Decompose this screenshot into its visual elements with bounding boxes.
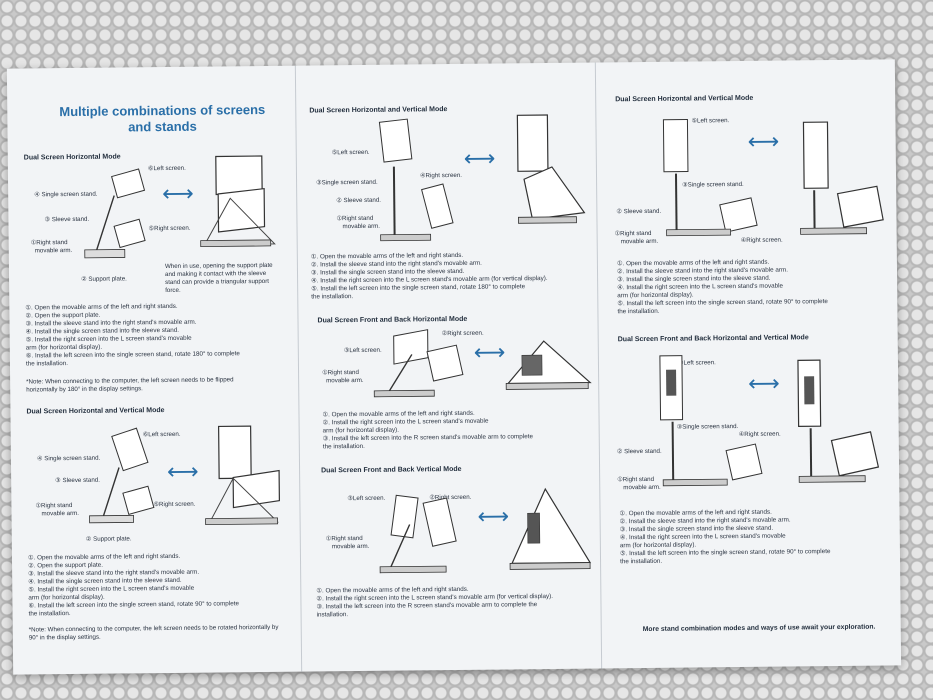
note: *Note: When connecting to the computer, …	[28, 623, 279, 642]
monitor-stand-illustration	[800, 121, 884, 235]
diagram-label: movable arm.	[41, 509, 80, 518]
double-arrow-icon: ⟷	[166, 459, 199, 486]
diagram-label: ①Right stand	[35, 502, 73, 510]
section-title: Dual Screen Front and Back Vertical Mode	[321, 465, 462, 475]
monitor-stand-illustration	[797, 359, 880, 483]
page-title: Multiple combinations of screens and sta…	[59, 101, 266, 135]
monitor-stand-illustration	[84, 168, 146, 259]
step-list: ①. Open the movable arms of the left and…	[28, 552, 239, 618]
step-list: ①. Open the movable arms of the left and…	[617, 258, 828, 316]
step-item: the installation.	[28, 610, 71, 618]
diagram-label: ①Right stand	[614, 229, 652, 238]
diagram-label: movable arm.	[342, 222, 381, 231]
diagram-label: ①Right stand	[322, 368, 359, 377]
diagram-label: movable arm.	[34, 246, 73, 255]
monitor-stand-illustration	[379, 494, 457, 574]
monitor-stand-illustration	[378, 118, 454, 242]
diagram-label: ⑤Right screen.	[148, 224, 191, 233]
diagram-label: ② Support plate.	[85, 535, 132, 543]
diagram-label: ①Right stand	[30, 239, 68, 247]
panel-right: Dual Screen Horizontal and Vertical Mode…	[595, 59, 901, 668]
section-title: Dual Screen Horizontal Mode	[23, 153, 121, 162]
step-list: ①. Open the movable arms of the left and…	[322, 409, 533, 451]
step-list: ①. Open the movable arms of the left and…	[25, 302, 240, 368]
diagram-label: ①Right stand	[617, 475, 655, 484]
diagram-label: movable arm.	[331, 542, 370, 551]
step-list: ①. Open the movable arms of the left and…	[620, 508, 831, 566]
double-arrow-icon: ⟷	[477, 504, 510, 530]
section-title: Dual Screen Front and Back Horizontal an…	[617, 334, 809, 344]
monitor-stand-illustration	[89, 427, 155, 524]
diagram-label: movable arm.	[326, 376, 364, 385]
step-item: the installation.	[25, 360, 68, 368]
double-arrow-icon: ⟷	[463, 146, 496, 172]
usage-note: When in use, opening the support plate a…	[164, 261, 273, 295]
footer-text: More stand combination modes and ways of…	[642, 623, 876, 634]
monitor-stand-illustration	[509, 487, 592, 570]
note: *Note: When connecting to the computer, …	[26, 376, 234, 394]
double-arrow-icon: ⟷	[747, 129, 780, 155]
diagram-label: ② Sleeve stand.	[336, 196, 382, 205]
monitor-stand-illustration	[516, 114, 586, 224]
step-item: the installation.	[311, 293, 354, 301]
monitor-stand-illustration	[373, 329, 464, 398]
diagram-label: ①Right stand	[336, 214, 374, 223]
section-title: Dual Screen Horizontal and Vertical Mode	[26, 407, 165, 416]
monitor-stand-illustration	[200, 155, 276, 248]
diagram-label: ①Right stand	[325, 534, 363, 543]
step-list: ①. Open the movable arms of the left and…	[311, 251, 548, 301]
monitor-stand-illustration	[505, 340, 592, 390]
diagram-label: ② Sleeve stand.	[616, 207, 662, 216]
monitor-stand-illustration	[205, 425, 280, 526]
monitor-stand-illustration	[659, 355, 763, 487]
diagram-label: ② Support plate.	[81, 275, 127, 283]
section-title: Dual Screen Front and Back Horizontal Mo…	[317, 315, 468, 325]
diagram-label: ⑤Left screen.	[331, 148, 370, 157]
section-title: Dual Screen Horizontal and Vertical Mode	[615, 94, 754, 104]
diagram-label: movable arm.	[620, 237, 659, 246]
panel-left: Multiple combinations of screens and sta…	[7, 66, 301, 675]
step-item: the installation.	[322, 442, 365, 451]
panel-middle: Dual Screen Horizontal and Vertical Mode…	[295, 63, 601, 672]
step-item: the installation.	[617, 307, 660, 316]
section-title: Dual Screen Horizontal and Vertical Mode	[309, 106, 448, 115]
double-arrow-icon: ⟷	[162, 181, 194, 208]
instruction-sheet: Multiple combinations of screens and sta…	[6, 59, 902, 675]
double-arrow-icon: ⟷	[748, 371, 780, 397]
double-arrow-icon: ⟷	[473, 340, 506, 366]
step-list: ①. Open the movable arms of the left and…	[316, 585, 553, 619]
monitor-stand-illustration	[662, 119, 758, 237]
diagram-label: ③Single screen stand.	[316, 178, 378, 187]
step-item: the installation.	[620, 557, 663, 566]
